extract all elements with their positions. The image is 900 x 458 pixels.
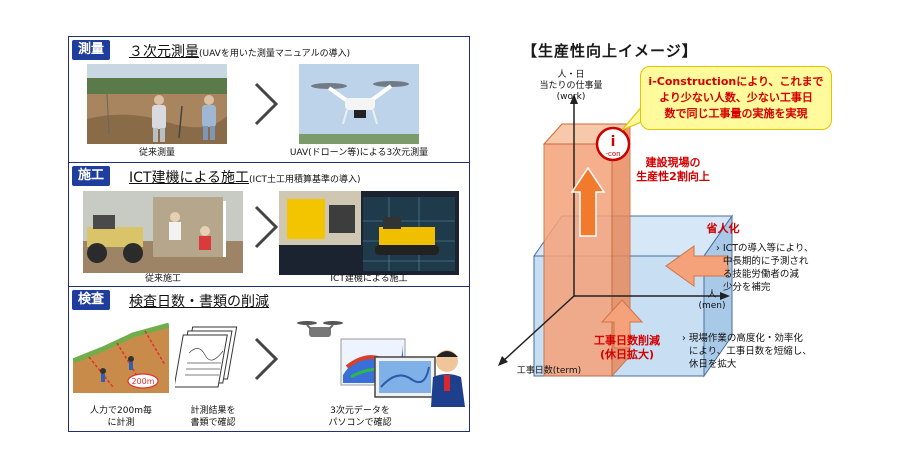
inspection-title-main: 検査日数・書類の削減 [129, 294, 269, 310]
conventional-construction-photo [83, 191, 243, 273]
labor-saving-note-text: ICTの導入等により、 中長期的に予測され る技能労働者の減 少分を補完 [722, 243, 814, 293]
survey-title-main: ３次元測量 [129, 44, 199, 60]
inspection-docs-caption: 計測結果を 書類で確認 [190, 406, 236, 428]
construction-before-caption: 従来施工 [144, 274, 181, 284]
axes [501, 100, 724, 363]
conventional-survey-photo [87, 64, 227, 144]
paper-documents-illustration [175, 325, 247, 393]
process-panel: 測量 ３次元測量(UAVを用いた測量マニュアルの導入) [68, 36, 470, 432]
inspection-section: 検査 検査日数・書類の削減 200m [69, 287, 469, 433]
survey-title: ３次元測量(UAVを用いた測量マニュアルの導入) [129, 41, 350, 61]
ict-construction-photo [279, 191, 459, 275]
survey-arrow-icon [254, 82, 278, 126]
inspection-digital-caption: 3次元データを パソコンで確認 [328, 406, 392, 428]
inspection-arrow-icon [254, 337, 278, 381]
i-con-logo-icon: i -con [595, 126, 631, 162]
construction-title: ICT建機による施工(ICT土工用積算基準の導入) [129, 167, 361, 187]
x-axis-label: 人 (men) [698, 290, 726, 311]
svg-text:-con: -con [605, 150, 620, 158]
construction-after-caption: ICT建機による施工 [330, 274, 408, 284]
work-days-note-text: 現場作業の高度化・効率化 により、工事日数を短縮し、 休日を拡大 [688, 333, 812, 370]
labor-saving-note: ›ICTの導入等により、 中長期的に予測され る技能労働者の減 少分を補完 [716, 242, 813, 294]
construction-arrow-icon [254, 205, 278, 249]
y-axis-arrow-icon [570, 94, 578, 104]
construction-section: 施工 ICT建機による施工(ICT土工用積算基準の導入) [69, 163, 469, 287]
i-construction-callout: i-Constructionにより、これまで より少ない人数、少ない工事日 数で… [640, 66, 832, 130]
manual-measure-illustration: 200m [73, 321, 169, 393]
productivity-3d-diagram: i -con [498, 94, 733, 378]
survey-before-caption: 従来測量 [138, 148, 175, 158]
survey-after-caption: UAV(ドローン等)による3次元測量 [289, 148, 429, 158]
labor-arrow-icon [665, 245, 729, 287]
x-axis-arrow-icon [720, 292, 730, 300]
survey-tag: 測量 [72, 40, 111, 60]
manual-200m-label: 200m [131, 377, 154, 386]
productivity-label: 建設現場の 生産性2割向上 [636, 156, 710, 183]
z-axis-label: 工事日数(term) [516, 366, 582, 376]
drone-survey-photo [299, 64, 419, 144]
y-axis-label: 人・日 当たりの仕事量 (work) [539, 70, 603, 102]
callout-text: i-Constructionにより、これまで より少ない人数、少ない工事日 数で… [648, 75, 824, 120]
construction-tag: 施工 [72, 166, 111, 186]
survey-section: 測量 ３次元測量(UAVを用いた測量マニュアルの導入) [69, 37, 469, 163]
digital-inspection-illustration [281, 317, 467, 407]
z-axis-arrow-icon [498, 356, 508, 366]
labor-saving-label: 省人化 [706, 222, 740, 235]
inspection-tag: 検査 [72, 290, 111, 310]
work-days-note: ›現場作業の高度化・効率化 により、工事日数を短縮し、 休日を拡大 [682, 332, 812, 371]
svg-text:i: i [611, 134, 616, 150]
bullet-icon: › [682, 333, 686, 344]
inspection-manual-caption: 人力で200m毎 に計測 [90, 406, 152, 428]
inspection-title: 検査日数・書類の削減 [129, 291, 269, 311]
survey-subtitle: (UAVを用いた測量マニュアルの導入) [199, 49, 351, 59]
work-days-reduction-label: 工事日数削減 (休日拡大) [594, 334, 660, 361]
construction-title-main: ICT建機による施工 [129, 170, 250, 186]
bullet-icon: › [716, 243, 720, 254]
productivity-image-title: 【生産性向上イメージ】 [522, 42, 698, 60]
days-arrow-icon [600, 299, 644, 349]
construction-subtitle: (ICT土工用積算基準の導入) [249, 175, 361, 185]
productivity-up-arrow-icon [570, 166, 606, 237]
